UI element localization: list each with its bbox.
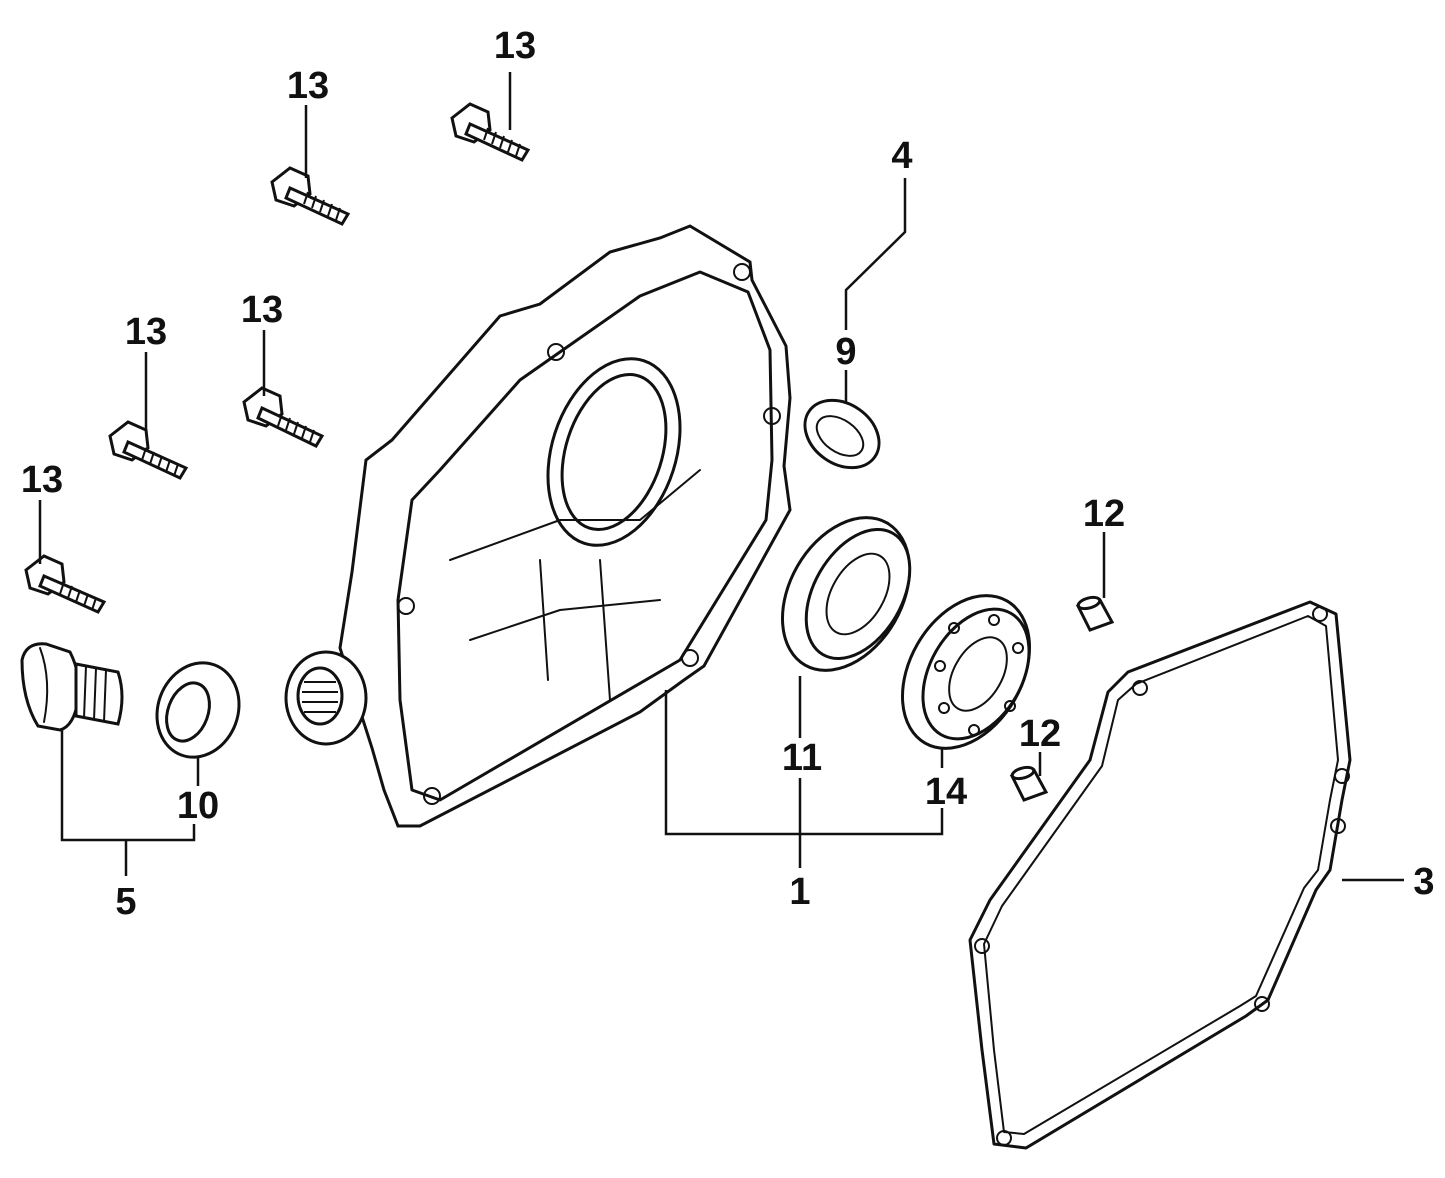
bolt-13-lower-left[interactable] (24, 554, 107, 614)
dowel-pin-lower[interactable] (1009, 765, 1049, 802)
bolt-13-top[interactable] (450, 102, 531, 162)
label-13-left: 13 (125, 311, 167, 353)
label-5: 5 (115, 881, 136, 923)
label-10: 10 (177, 785, 219, 827)
bolt-13-upper-left[interactable] (270, 166, 351, 226)
label-12-upper: 12 (1083, 493, 1125, 535)
label-12-lower: 12 (1019, 713, 1061, 755)
gasket[interactable] (968, 600, 1352, 1150)
label-3: 3 (1413, 861, 1434, 903)
washer[interactable] (144, 651, 252, 769)
label-13-upper-left: 13 (287, 65, 329, 107)
oil-seal-11[interactable] (757, 495, 936, 693)
label-4: 4 (891, 135, 912, 177)
bolt-13-left[interactable] (108, 420, 189, 480)
label-11: 11 (782, 737, 822, 779)
label-13-middle: 13 (241, 289, 283, 331)
oil-seal[interactable] (792, 386, 892, 481)
leader-lines (38, 72, 1404, 882)
bolt-13-middle[interactable] (242, 386, 325, 448)
label-14: 14 (925, 771, 967, 813)
label-9: 9 (835, 331, 856, 373)
label-1: 1 (789, 871, 810, 913)
drain-plug[interactable] (20, 642, 124, 732)
bearing[interactable] (877, 573, 1056, 771)
crankcase-cover[interactable] (284, 224, 792, 828)
label-13-top: 13 (494, 25, 536, 67)
dowel-pin-upper[interactable] (1075, 595, 1115, 632)
label-13-lower-left: 13 (21, 459, 63, 501)
